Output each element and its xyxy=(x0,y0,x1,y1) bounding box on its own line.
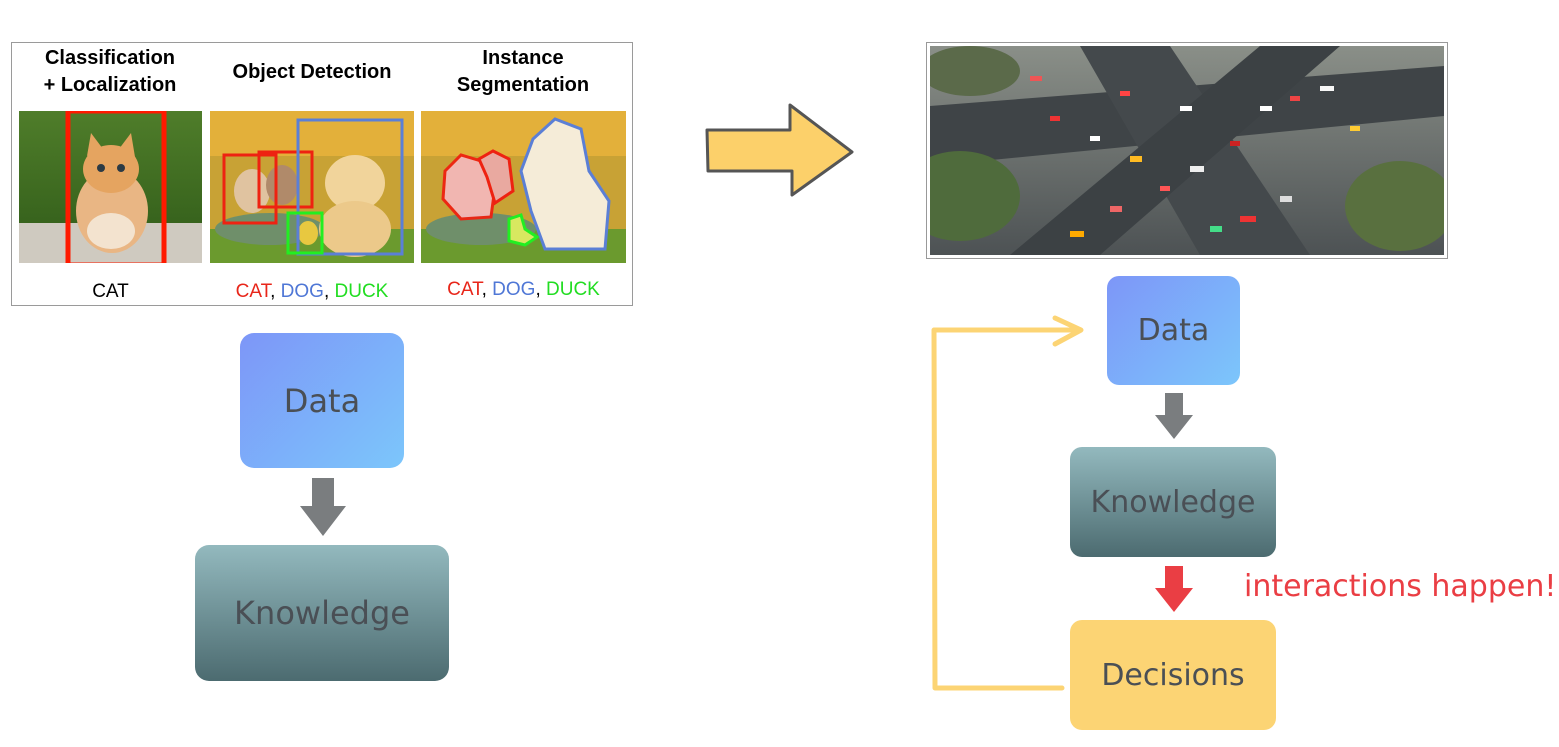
cat-photo xyxy=(19,111,202,263)
title-classification-localization: Classification + Localization xyxy=(43,47,177,96)
caption-duck: DUCK xyxy=(334,281,389,302)
caption-sep: , xyxy=(535,279,547,300)
caption-duck: DUCK xyxy=(546,279,600,300)
caption-segmentation: CAT, DOG, DUCK xyxy=(421,279,626,301)
caption-cat: CAT xyxy=(92,281,129,302)
right-arrow-icon xyxy=(705,103,854,197)
caption-cat: CAT xyxy=(235,281,271,302)
interactions-note: interactions happen! xyxy=(1244,569,1557,604)
right-data-box: Data xyxy=(1107,276,1240,385)
caption-classification: CAT xyxy=(19,281,202,303)
caption-sep: , xyxy=(323,281,335,302)
caption-cat: CAT xyxy=(447,279,482,300)
caption-sep: , xyxy=(270,281,281,302)
right-decisions-label: Decisions xyxy=(1101,657,1245,693)
red-down-arrow-icon xyxy=(1155,566,1193,612)
caption-sep: , xyxy=(481,279,493,300)
title-instance-segmentation: Instance Segmentation xyxy=(456,47,590,96)
down-arrow-icon xyxy=(1155,393,1193,439)
cv-tasks-figure: Classification + Localization Object Det… xyxy=(11,42,633,306)
left-data-label: Data xyxy=(283,381,361,420)
title-object-detection: Object Detection xyxy=(232,61,392,83)
puppies-photo xyxy=(210,111,414,263)
left-knowledge-box: Knowledge xyxy=(195,545,449,681)
left-knowledge-label: Knowledge xyxy=(234,594,410,632)
right-data-label: Data xyxy=(1137,313,1210,348)
caption-detection: CAT, DOG, DUCK xyxy=(210,281,414,303)
down-arrow-icon xyxy=(300,478,346,536)
loop-arrow-icon xyxy=(931,315,1084,691)
segmentation-photo xyxy=(421,111,626,263)
right-knowledge-label: Knowledge xyxy=(1090,484,1256,520)
caption-dog: DOG xyxy=(492,279,536,300)
right-decisions-box: Decisions xyxy=(1070,620,1276,730)
left-data-box: Data xyxy=(240,333,404,468)
caption-dog: DOG xyxy=(280,281,324,302)
intersection-photo xyxy=(926,42,1448,259)
right-knowledge-box: Knowledge xyxy=(1070,447,1276,557)
